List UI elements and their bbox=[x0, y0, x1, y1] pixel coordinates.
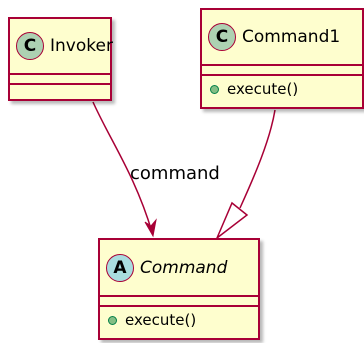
attributes-section bbox=[100, 297, 258, 305]
attributes-section bbox=[10, 75, 110, 83]
methods-divider bbox=[10, 83, 110, 85]
generalization-edge-command1-command bbox=[239, 109, 276, 209]
association-label: command bbox=[130, 163, 220, 184]
class-header: A Command bbox=[100, 240, 258, 295]
method-name: execute() bbox=[227, 80, 299, 98]
class-invoker[interactable]: C Invoker bbox=[8, 17, 113, 101]
class-name: Command bbox=[140, 257, 228, 278]
attributes-divider bbox=[10, 73, 110, 75]
method-row: execute() bbox=[202, 76, 362, 102]
methods-divider bbox=[100, 305, 258, 307]
class-icon: C bbox=[208, 23, 236, 51]
association-edge-invoker-command bbox=[92, 101, 153, 233]
methods-divider bbox=[202, 74, 362, 76]
class-name: Command1 bbox=[242, 27, 341, 47]
attributes-section bbox=[202, 66, 362, 74]
method-row: execute() bbox=[100, 307, 258, 333]
public-visibility-icon bbox=[108, 315, 117, 325]
class-command[interactable]: A Command execute() bbox=[98, 238, 260, 340]
public-visibility-icon bbox=[210, 84, 219, 94]
method-name: execute() bbox=[125, 311, 197, 329]
class-name: Invoker bbox=[50, 36, 113, 56]
association-arrowhead bbox=[144, 218, 157, 238]
class-icon: C bbox=[16, 32, 44, 60]
attributes-divider bbox=[100, 295, 258, 297]
attributes-divider bbox=[202, 64, 362, 66]
class-header: C Invoker bbox=[10, 19, 113, 73]
abstract-class-icon: A bbox=[106, 253, 134, 282]
generalization-triangle bbox=[215, 201, 249, 241]
class-command1[interactable]: C Command1 execute() bbox=[200, 8, 364, 109]
class-header: C Command1 bbox=[202, 10, 362, 64]
